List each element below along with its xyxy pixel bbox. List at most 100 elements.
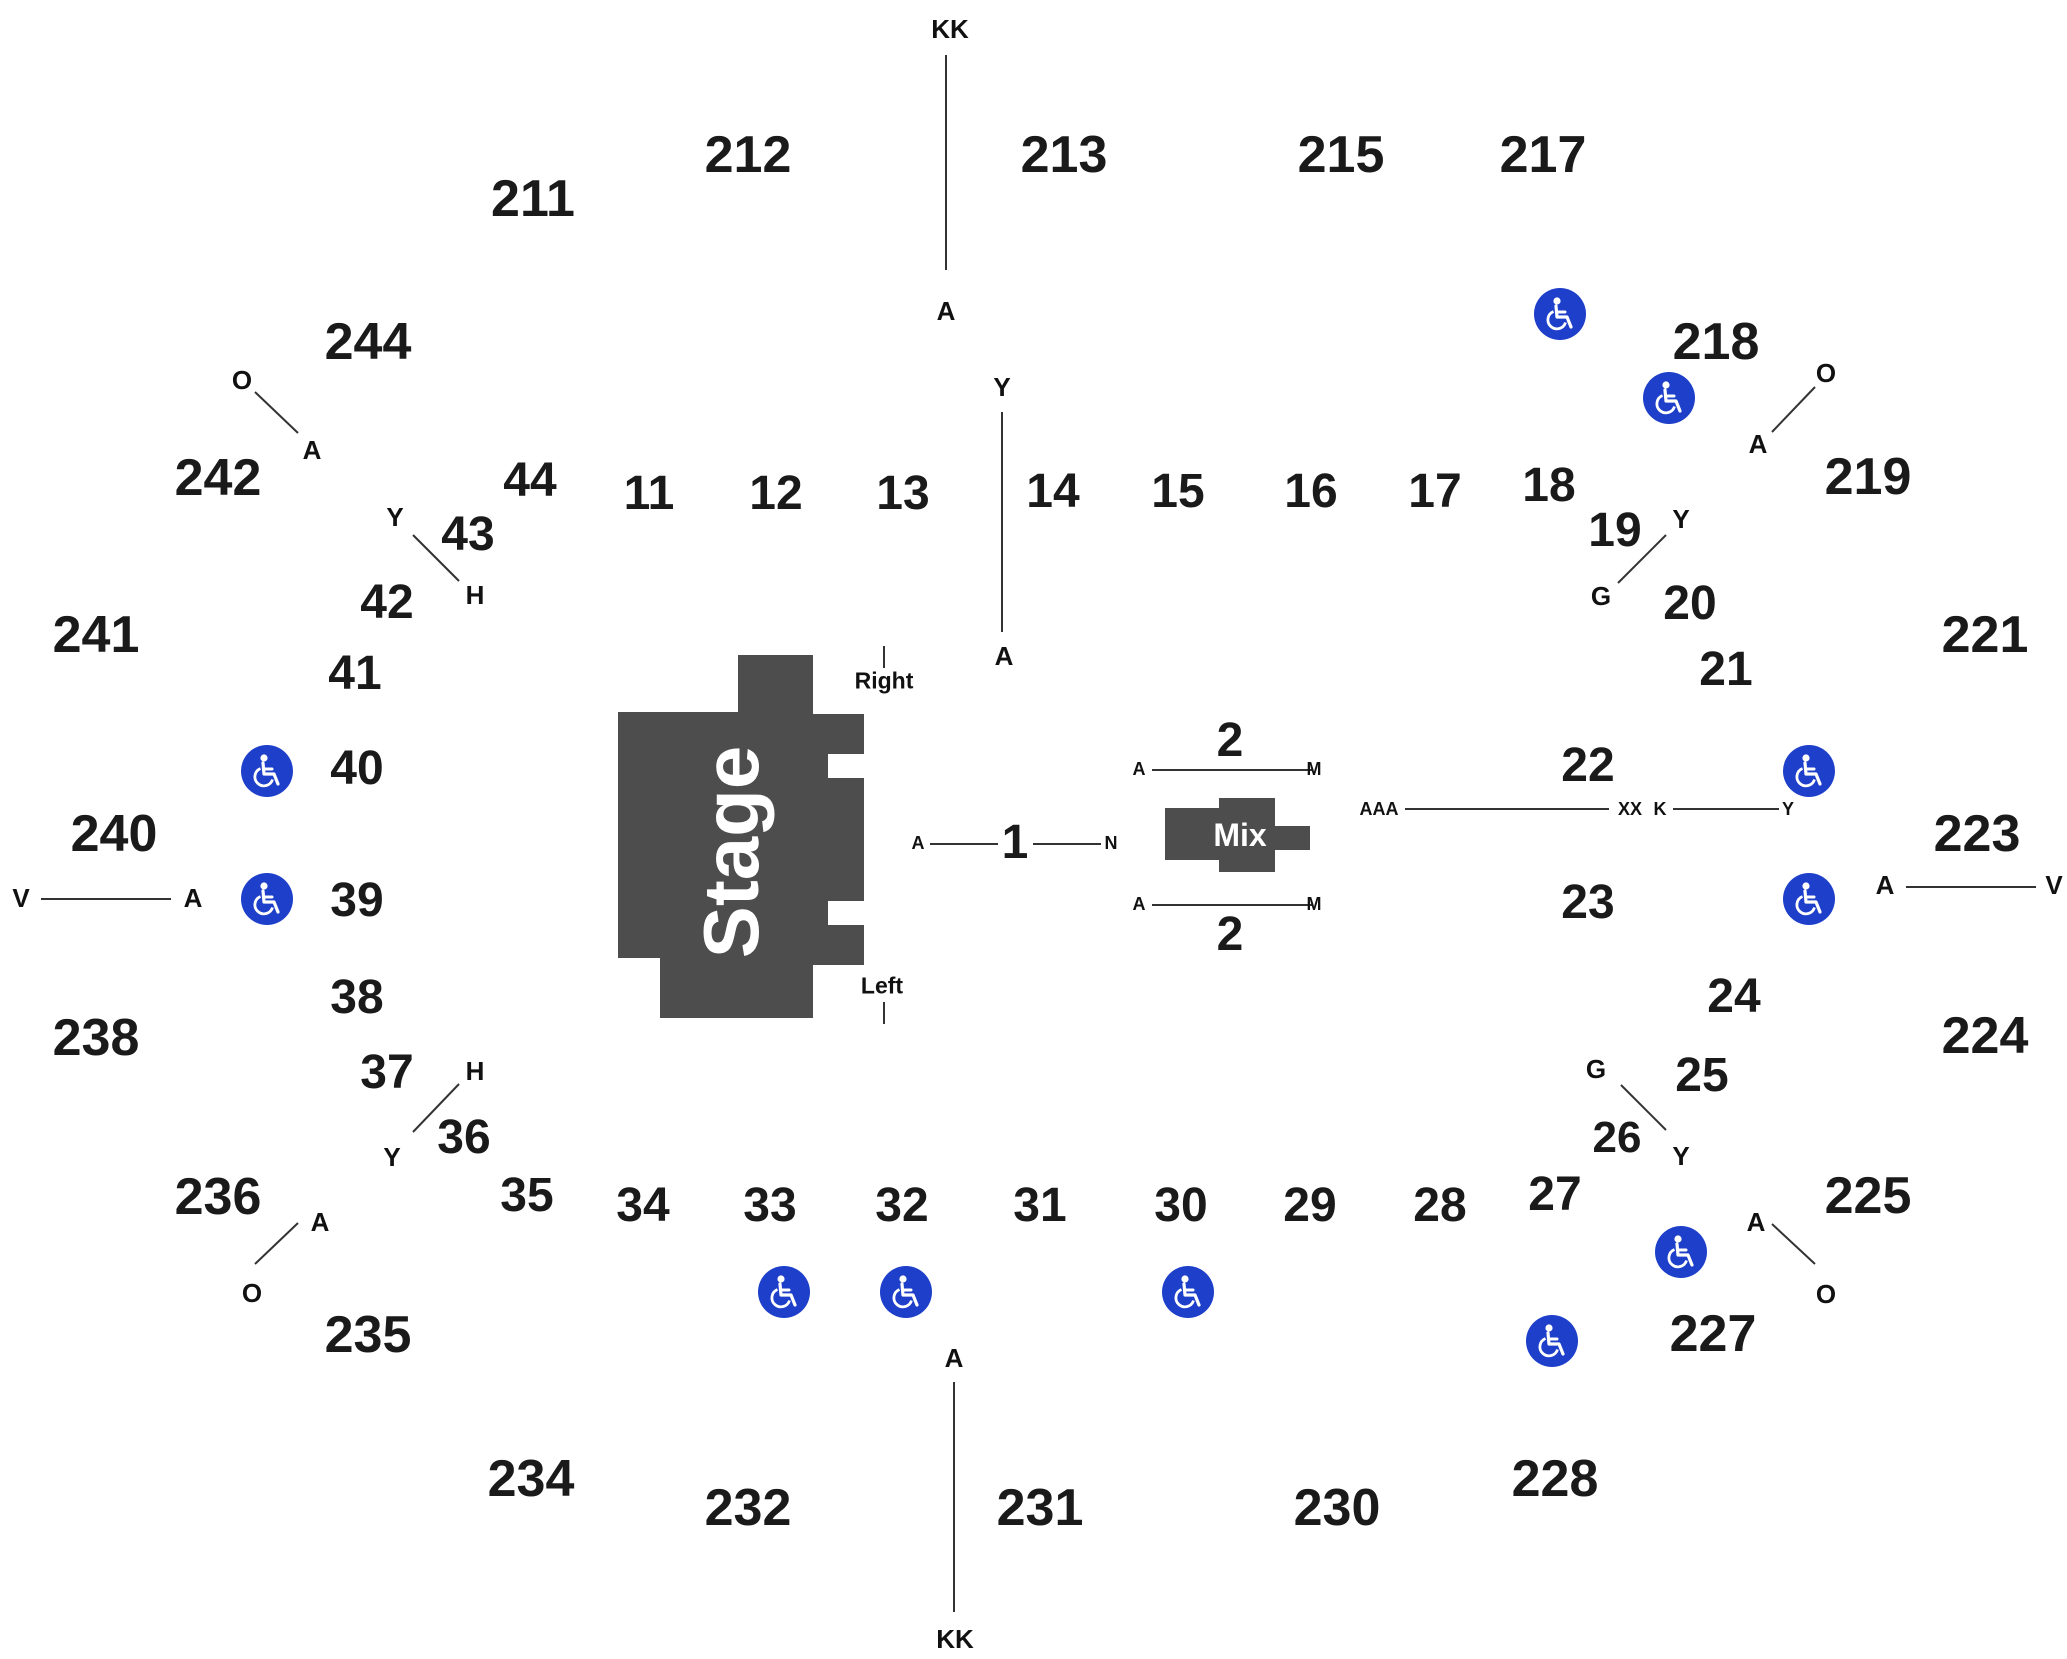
section-44[interactable]: 44 xyxy=(503,454,557,507)
section-20[interactable]: 20 xyxy=(1663,577,1717,630)
wheelchair-icon[interactable] xyxy=(1643,372,1695,424)
section-213[interactable]: 213 xyxy=(1020,126,1108,184)
row-marker-k-right: K xyxy=(1653,799,1667,819)
section-225[interactable]: 225 xyxy=(1824,1167,1912,1225)
section-236[interactable]: 236 xyxy=(174,1168,262,1226)
section-14[interactable]: 14 xyxy=(1026,465,1080,518)
section-241[interactable]: 241 xyxy=(52,606,140,664)
section-211[interactable]: 211 xyxy=(491,170,575,228)
section-21[interactable]: 21 xyxy=(1699,643,1753,696)
section-28[interactable]: 28 xyxy=(1413,1179,1467,1232)
section-30[interactable]: 30 xyxy=(1154,1179,1208,1232)
row-marker-o-ne: O xyxy=(1815,358,1837,388)
aisle-left-upper-line xyxy=(41,898,171,900)
section-238[interactable]: 238 xyxy=(52,1009,140,1067)
section-15[interactable]: 15 xyxy=(1151,465,1205,518)
aisle-bottom-line xyxy=(953,1382,955,1612)
section-17[interactable]: 17 xyxy=(1408,465,1462,518)
wheelchair-icon[interactable] xyxy=(1162,1266,1214,1318)
section-231[interactable]: 231 xyxy=(996,1479,1084,1537)
row-marker-a-sw: A xyxy=(310,1207,330,1237)
section-42[interactable]: 42 xyxy=(360,576,414,629)
section-13[interactable]: 13 xyxy=(876,467,930,520)
stage-left-label: Left xyxy=(860,972,904,999)
section-240[interactable]: 240 xyxy=(70,805,158,863)
row-marker-a-right: A xyxy=(1875,870,1895,900)
section-234[interactable]: 234 xyxy=(487,1450,575,1508)
section-16[interactable]: 16 xyxy=(1284,465,1338,518)
aisle-top-lower-line xyxy=(1001,412,1003,632)
section-26[interactable]: 26 xyxy=(1592,1113,1642,1162)
section-19[interactable]: 19 xyxy=(1588,504,1642,557)
section-219[interactable]: 219 xyxy=(1824,448,1912,506)
wheelchair-icon[interactable] xyxy=(1534,288,1586,340)
row-marker-o-nw: O xyxy=(231,365,253,395)
row-marker-v-right: V xyxy=(2045,870,2063,900)
section-11[interactable]: 11 xyxy=(623,467,675,520)
wheelchair-icon[interactable] xyxy=(1783,745,1835,797)
section-43[interactable]: 43 xyxy=(441,508,495,561)
section-227[interactable]: 227 xyxy=(1669,1305,1757,1363)
section-40[interactable]: 40 xyxy=(330,742,384,795)
wheelchair-icon[interactable] xyxy=(1526,1315,1578,1367)
section-244[interactable]: 244 xyxy=(324,313,412,371)
section-235[interactable]: 235 xyxy=(324,1306,412,1364)
section-228[interactable]: 228 xyxy=(1511,1450,1599,1508)
section-230[interactable]: 230 xyxy=(1293,1479,1381,1537)
wheelchair-icon[interactable] xyxy=(241,873,293,925)
row-marker-h-nw-lower: H xyxy=(465,580,485,610)
stage-right-label: Right xyxy=(854,667,914,694)
section-2-bottom[interactable]: 2 xyxy=(1216,908,1244,961)
section-1[interactable]: 1 xyxy=(1001,816,1029,869)
section-37[interactable]: 37 xyxy=(360,1046,414,1099)
section-29[interactable]: 29 xyxy=(1283,1179,1337,1232)
floor2-bottom-row-start: A xyxy=(1132,894,1146,914)
wheelchair-icon[interactable] xyxy=(241,745,293,797)
section-2-top[interactable]: 2 xyxy=(1216,714,1244,767)
section-22[interactable]: 22 xyxy=(1561,739,1615,792)
aisle-right-riser-line xyxy=(1673,808,1779,810)
row-marker-y-ne-lower: Y xyxy=(1672,504,1690,534)
floor2-top-row-end: M xyxy=(1306,759,1322,779)
section-41[interactable]: 41 xyxy=(328,647,382,700)
section-23[interactable]: 23 xyxy=(1561,876,1615,929)
section-36[interactable]: 36 xyxy=(437,1111,491,1164)
row-marker-a-left: A xyxy=(183,883,203,913)
row-marker-h-sw-lower: H xyxy=(465,1056,485,1086)
section-27[interactable]: 27 xyxy=(1528,1168,1582,1221)
row-marker-kk-bottom: KK xyxy=(936,1624,974,1654)
section-34[interactable]: 34 xyxy=(616,1179,670,1232)
section-31[interactable]: 31 xyxy=(1013,1179,1067,1232)
section-32[interactable]: 32 xyxy=(875,1179,929,1232)
section-217[interactable]: 217 xyxy=(1499,126,1587,184)
section-25[interactable]: 25 xyxy=(1675,1049,1729,1102)
section-24[interactable]: 24 xyxy=(1707,970,1761,1023)
wheelchair-icon[interactable] xyxy=(1783,873,1835,925)
row-marker-y-nw-lower: Y xyxy=(386,502,404,532)
section-18[interactable]: 18 xyxy=(1522,459,1576,512)
section-35[interactable]: 35 xyxy=(500,1169,554,1222)
section-221[interactable]: 221 xyxy=(1941,606,2029,664)
row-marker-kk-top: KK xyxy=(931,14,969,44)
row-marker-a-top-upper: A xyxy=(936,296,956,326)
wheelchair-icon[interactable] xyxy=(758,1266,810,1318)
wheelchair-icon[interactable] xyxy=(880,1266,932,1318)
section-33[interactable]: 33 xyxy=(743,1179,797,1232)
section-242[interactable]: 242 xyxy=(174,449,262,507)
row-marker-y-se-lower: Y xyxy=(1672,1141,1690,1171)
wheelchair-icon[interactable] xyxy=(1655,1226,1707,1278)
section-12[interactable]: 12 xyxy=(749,467,803,520)
section-215[interactable]: 215 xyxy=(1297,126,1385,184)
section-212[interactable]: 212 xyxy=(704,126,792,184)
section-223[interactable]: 223 xyxy=(1933,805,2021,863)
section-218[interactable]: 218 xyxy=(1672,313,1760,371)
floor1-row-start: A xyxy=(911,833,925,853)
section-224[interactable]: 224 xyxy=(1941,1007,2029,1065)
section-38[interactable]: 38 xyxy=(330,971,384,1024)
row-marker-a-ne: A xyxy=(1748,429,1768,459)
section-232[interactable]: 232 xyxy=(704,1479,792,1537)
section-39[interactable]: 39 xyxy=(330,874,384,927)
